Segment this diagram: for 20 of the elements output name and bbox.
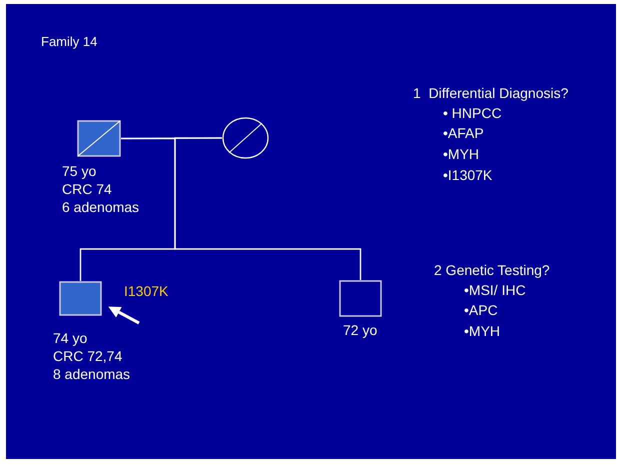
proband-arrow [108, 306, 140, 324]
note-text: •APC [464, 301, 498, 319]
note-text: • HNPCC [443, 104, 502, 122]
note-text: •I1307K [443, 166, 492, 184]
person-info: 75 yo [62, 162, 98, 180]
person-info: 74 yo [53, 329, 88, 347]
variant-label: I1307K [124, 282, 168, 300]
person-info: CRC 72,74 [53, 347, 124, 365]
title: Family 14 [41, 33, 98, 51]
note-text: •MYH [464, 322, 500, 340]
note-text: •MYH [443, 145, 480, 163]
person-info: 72 yo [343, 321, 378, 339]
person-info: 6 adenomas [62, 198, 140, 216]
person-info: 8 adenomas [53, 365, 130, 383]
note-text: •AFAP [443, 124, 484, 142]
note-text: 1 Differential Diagnosis? [413, 84, 568, 102]
note-text: 2 Genetic Testing? [434, 261, 550, 279]
note-text: •MSI/ IHC [464, 281, 526, 299]
person-info: CRC 74 [62, 180, 113, 198]
pedigree-line [174, 137, 362, 280]
